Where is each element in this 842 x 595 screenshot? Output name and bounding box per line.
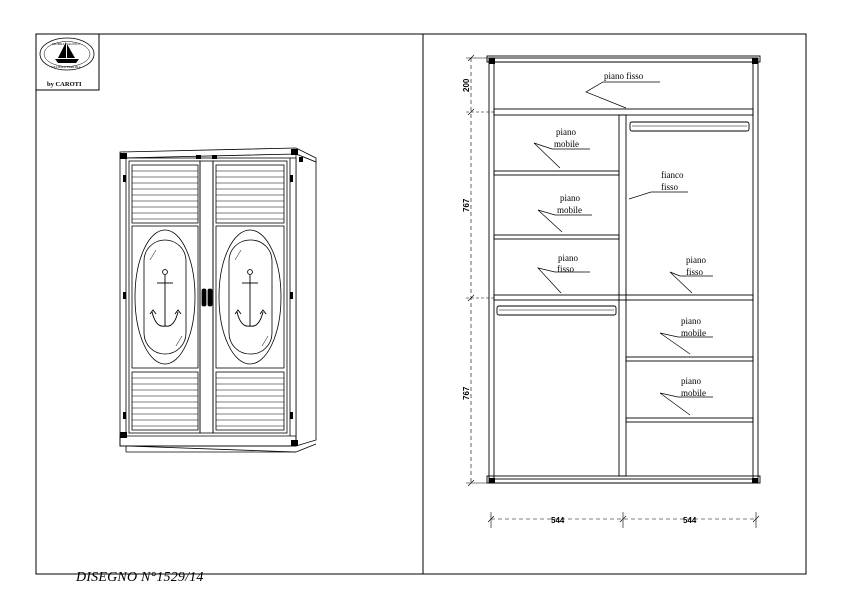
hinge-icon: [123, 175, 293, 419]
label-right-shelf-2-line1: piano: [681, 376, 701, 386]
label-left-shelf-1-line2: mobile: [554, 139, 579, 149]
logo-arc-text-top: MOBILI NAUTICI: [52, 42, 81, 46]
component-labels: piano fisso piano mobile piano mobile pi…: [554, 71, 706, 398]
dim-top-height: 200: [462, 78, 471, 92]
label-right-shelf-fixed-line1: piano: [686, 255, 706, 265]
label-right-shelf-1-line2: mobile: [681, 328, 706, 338]
label-divider-line1: fianco: [661, 170, 684, 180]
dim-left-width: 544: [551, 516, 565, 525]
label-right-shelf-fixed-line2: fisso: [686, 267, 704, 277]
label-left-shelf-1-line1: piano: [556, 127, 576, 137]
label-left-shelf-3-line1: piano: [558, 253, 578, 263]
anchor-icon: [149, 269, 182, 327]
annotation-leaders: [533, 81, 713, 416]
logo-arc-text-bottom: VELIERA MARINA: [51, 65, 81, 69]
corner-bracket-icon: [120, 149, 303, 446]
corner-bracket-icon: [489, 58, 758, 483]
dim-lower-height: 767: [462, 386, 471, 400]
wardrobe-front-elevation: [486, 55, 761, 484]
label-right-shelf-2-line2: mobile: [681, 388, 706, 398]
dim-upper-height: 767: [462, 198, 471, 212]
dim-right-width: 544: [683, 516, 697, 525]
sailboat-icon: [55, 42, 79, 63]
wardrobe-perspective-view: [119, 147, 317, 453]
dimension-lines: [466, 54, 760, 528]
label-left-shelf-3-line2: fisso: [557, 264, 575, 274]
caroti-logo: MOBILI NAUTICI VELIERA MARINA by CAROTI: [35, 33, 100, 91]
logo-brand-text: by CAROTI: [47, 81, 82, 88]
drawing-number: DISEGNO N°1529/14: [76, 570, 204, 585]
label-divider-line2: fisso: [661, 182, 679, 192]
anchor-icon: [234, 269, 267, 327]
label-left-shelf-2-line2: mobile: [557, 205, 582, 215]
sheet-frame: [35, 33, 807, 575]
door-handle-icon: [201, 288, 213, 307]
label-top-shelf: piano fisso: [604, 71, 644, 81]
dimension-values: 200 767 767 544 544: [462, 78, 697, 525]
label-right-shelf-1-line1: piano: [681, 316, 701, 326]
label-left-shelf-2-line1: piano: [560, 193, 580, 203]
